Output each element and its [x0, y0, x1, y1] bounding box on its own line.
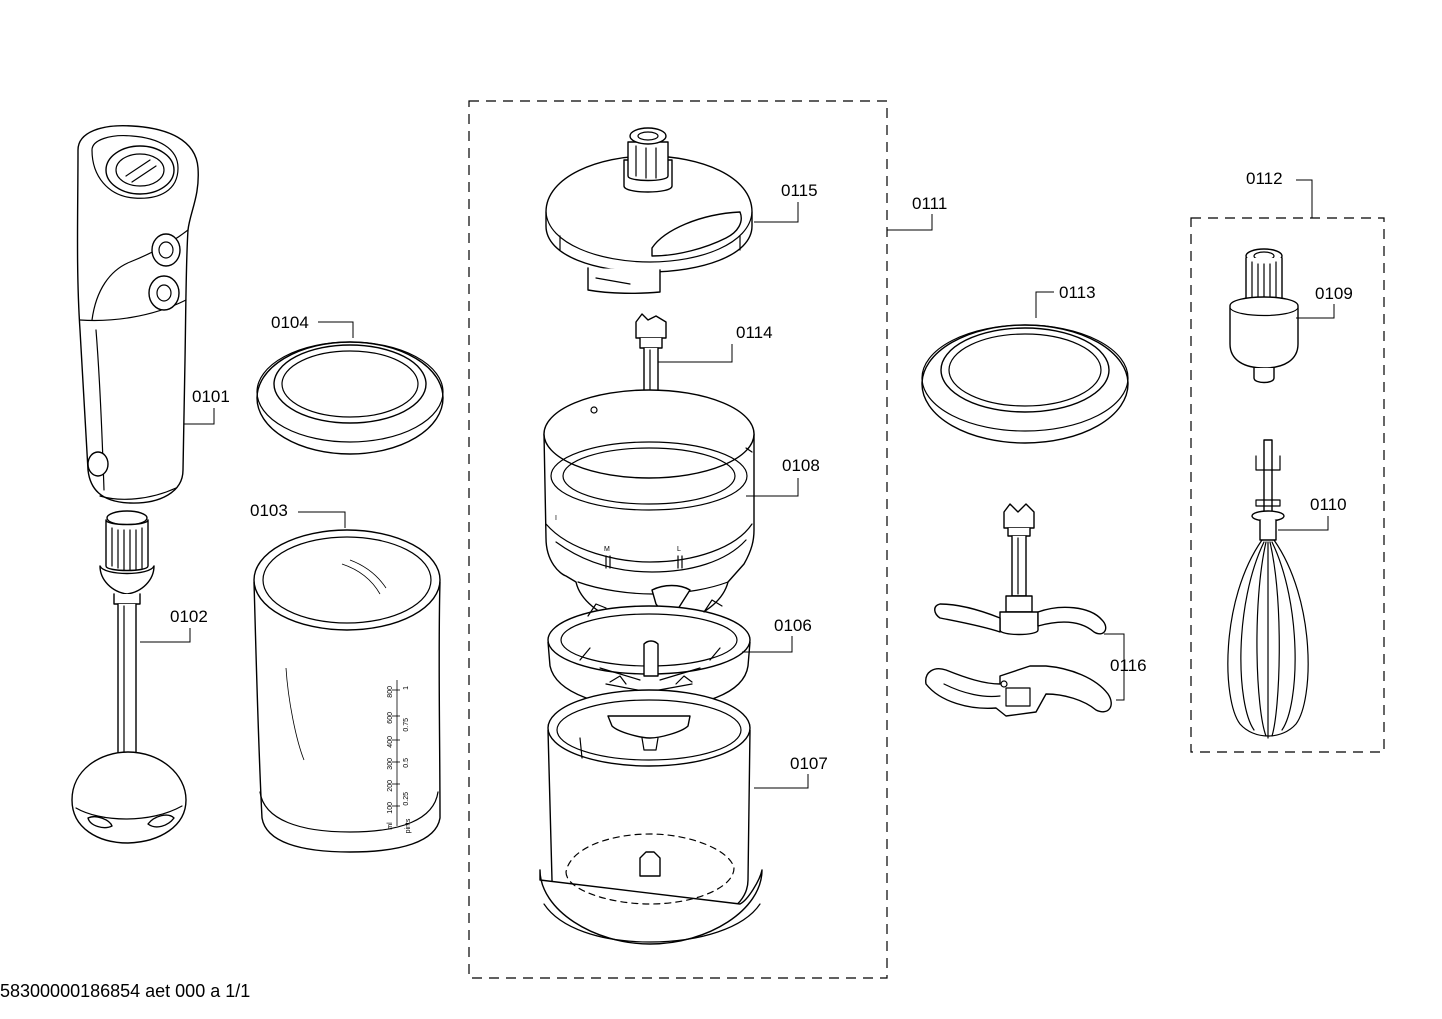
bowl-adapter-ring-part — [547, 599, 751, 709]
callout-0107: 0107 — [790, 754, 828, 773]
group-box-0112 — [1190, 217, 1385, 753]
scale-ml-400: 400 — [387, 736, 394, 748]
callout-0101: 0101 — [192, 387, 230, 406]
whisk-part — [1227, 439, 1309, 739]
callout-0109: 0109 — [1315, 284, 1353, 303]
whisk-gearbox-part — [1229, 248, 1299, 384]
scale-ml-300: 300 — [387, 758, 394, 770]
scale-ml-600: 600 — [387, 712, 394, 724]
callout-0112: 0112 — [1246, 169, 1283, 188]
callout-0106: 0106 — [774, 616, 812, 635]
callout-0115: 0115 — [781, 181, 818, 200]
motor-handle-part — [76, 125, 199, 504]
container-lid-part — [921, 324, 1129, 444]
chopper-container-part — [539, 689, 763, 945]
scale-unit-ml: ml — [387, 822, 394, 830]
leader-lines — [140, 179, 1335, 789]
beaker-scale: 800 600 400 300 200 100 1 0.75 0.5 0.25 … — [387, 680, 412, 833]
callout-0111: 0111 — [912, 194, 947, 213]
callout-0114: 0114 — [736, 323, 773, 342]
callout-0102: 0102 — [170, 607, 208, 626]
scale-ml-100: 100 — [387, 802, 394, 814]
callout-0116: 0116 — [1110, 656, 1147, 675]
document-code-footer: 58300000186854 aet 000 a 1/1 — [0, 981, 251, 1001]
callout-0104: 0104 — [271, 313, 309, 332]
callout-0103: 0103 — [250, 501, 288, 520]
callout-0110: 0110 — [1310, 495, 1347, 514]
scale-ml-200: 200 — [387, 780, 394, 792]
scale-unit-pints: pints — [405, 818, 412, 833]
blender-shaft-part — [71, 510, 187, 844]
scale-pints-075: 0.75 — [403, 718, 410, 732]
chopper-blade-part — [925, 503, 1112, 717]
scale-ml-800: 800 — [387, 686, 394, 698]
bowl-mark-m: M — [604, 546, 610, 553]
chopper-bowl-part: I M L — [543, 389, 755, 623]
scale-pints-025: 0.25 — [403, 792, 410, 806]
callout-0108: 0108 — [782, 456, 820, 475]
callout-0113: 0113 — [1059, 283, 1096, 302]
bowl-mark-i: I — [555, 515, 557, 522]
beaker-lid-part — [256, 341, 444, 455]
chopper-lid-part — [545, 127, 753, 295]
measuring-beaker-part: 800 600 400 300 200 100 1 0.75 0.5 0.25 … — [253, 529, 441, 853]
group-box-0111 — [468, 100, 888, 979]
bowl-mark-l: L — [677, 546, 681, 553]
scale-pints-05: 0.5 — [403, 758, 410, 768]
scale-pints-1: 1 — [403, 686, 410, 690]
